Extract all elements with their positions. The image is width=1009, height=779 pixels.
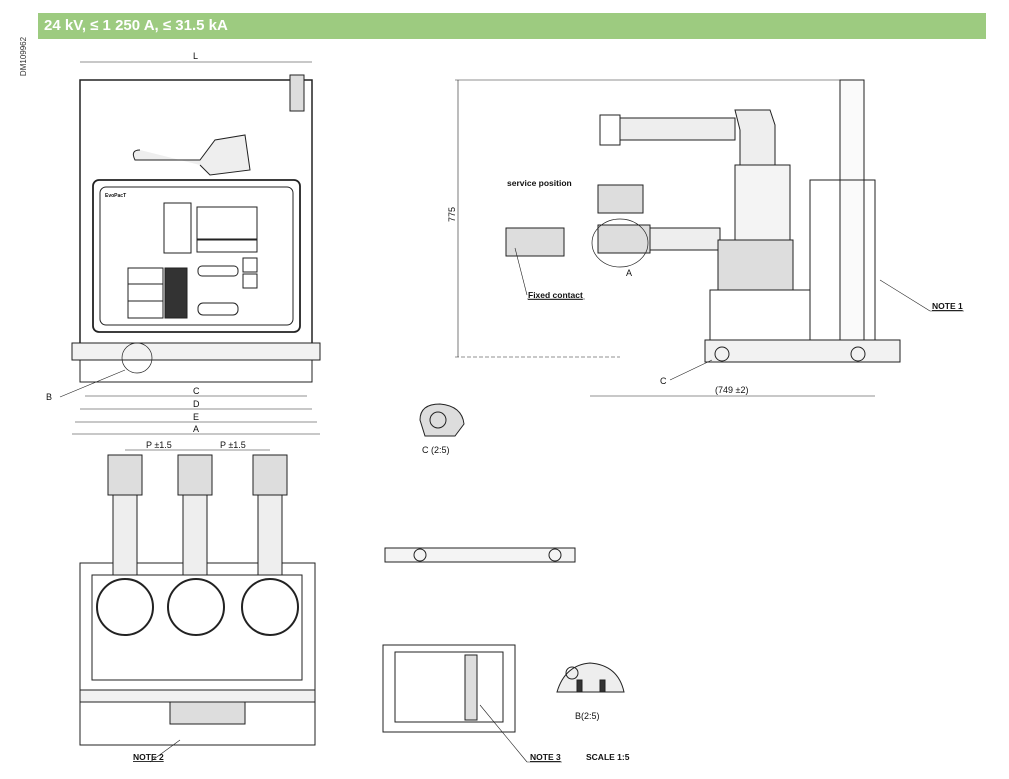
title-banner: 24 kV, ≤ 1 250 A, ≤ 31.5 kA bbox=[38, 13, 986, 39]
callout-b: B bbox=[46, 392, 52, 402]
detail-b: B(2:5) bbox=[556, 662, 625, 721]
brand-label: EvoPacT bbox=[105, 193, 126, 199]
note-2: NOTE 2 bbox=[133, 752, 164, 762]
callout-c: C bbox=[660, 376, 667, 386]
plan-view: NOTE 3 SCALE 1:5 bbox=[382, 547, 630, 763]
top-view: P ±1.5 P ±1.5 NOTE 2 bbox=[79, 440, 316, 763]
dim-l: L bbox=[193, 51, 198, 61]
dim-d: D bbox=[193, 399, 200, 409]
title: 24 kV, ≤ 1 250 A, ≤ 31.5 kA bbox=[44, 17, 228, 34]
callout-a: A bbox=[626, 268, 632, 278]
service-position-label: service position bbox=[507, 178, 572, 188]
pitch-1: P ±1.5 bbox=[146, 440, 172, 450]
pitch-2: P ±1.5 bbox=[220, 440, 246, 450]
note-3: NOTE 3 bbox=[530, 752, 561, 762]
detail-c-label: C (2:5) bbox=[422, 445, 450, 455]
scale-label: SCALE 1:5 bbox=[586, 752, 630, 762]
front-view: L EvoPacT B C D E A bbox=[46, 51, 321, 435]
side-view: 775 service position Fixed contact A NOT… bbox=[447, 79, 964, 397]
dim-775: 775 bbox=[447, 207, 457, 222]
detail-b-label: B(2:5) bbox=[575, 711, 600, 721]
note-1: NOTE 1 bbox=[932, 301, 963, 311]
detail-c: C (2:5) bbox=[419, 403, 465, 455]
dim-a: A bbox=[193, 424, 199, 434]
dim-749: (749 ±2) bbox=[715, 385, 748, 395]
fixed-contact-label: Fixed contact bbox=[528, 290, 583, 300]
dim-e: E bbox=[193, 412, 199, 422]
dim-c: C bbox=[193, 386, 200, 396]
